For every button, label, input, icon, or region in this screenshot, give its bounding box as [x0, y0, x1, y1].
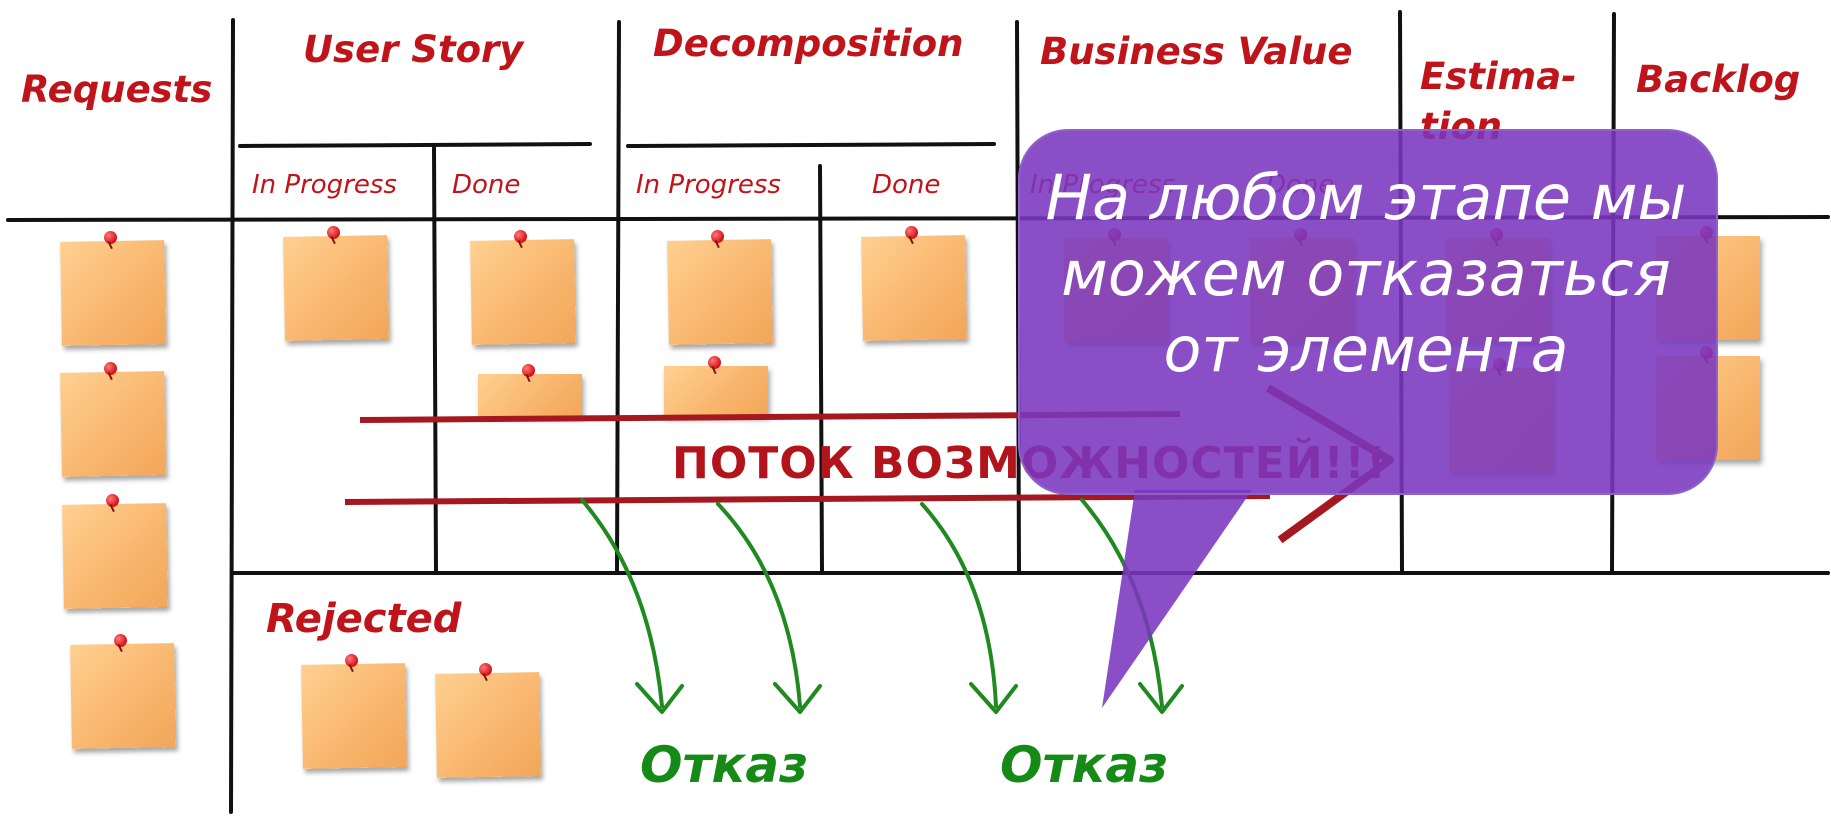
rejection-arrow-head: [773, 682, 822, 714]
column-header-user-story: User Story: [303, 28, 524, 71]
column-header-decomposition: Decomposition: [653, 22, 964, 65]
pin-icon: [708, 356, 721, 369]
rejection-arrow-head: [969, 682, 1018, 714]
rejection-arrow: [716, 502, 802, 708]
flow-arrow-bottom-line: [344, 493, 1271, 505]
subheader-user-story-done: Done: [452, 170, 521, 200]
subheader-decomposition-in-progress: In Progress: [636, 170, 781, 200]
subheader-user-story-in-progress: In Progress: [252, 170, 397, 200]
pin-icon: [522, 364, 535, 377]
callout-bubble: [1018, 129, 1718, 495]
reject-label: Отказ: [640, 736, 809, 794]
rejection-arrow: [580, 498, 664, 708]
rejection-arrow-head: [1138, 682, 1184, 714]
rejected-label: Rejected: [266, 596, 462, 642]
column-line-2: [615, 20, 621, 574]
rejection-arrow: [920, 502, 998, 708]
decomposition-sub-line: [818, 164, 824, 574]
callout-text: На любом этапе мы можем отказаться от эл…: [1045, 161, 1687, 386]
decomposition-subheader-line: [626, 142, 996, 148]
column-header-business-value: Business Value: [1040, 30, 1353, 73]
column-header-requests: Requests: [21, 68, 213, 111]
column-header-backlog: Backlog: [1636, 58, 1801, 101]
subheader-decomposition-done: Done: [872, 170, 941, 200]
user-story-subheader-line: [238, 142, 592, 148]
sticky-note: [478, 364, 582, 416]
reject-label: Отказ: [1000, 736, 1169, 794]
column-line-1: [229, 18, 235, 814]
rejection-arrow-head: [635, 682, 684, 714]
sticky-note: [664, 356, 768, 416]
